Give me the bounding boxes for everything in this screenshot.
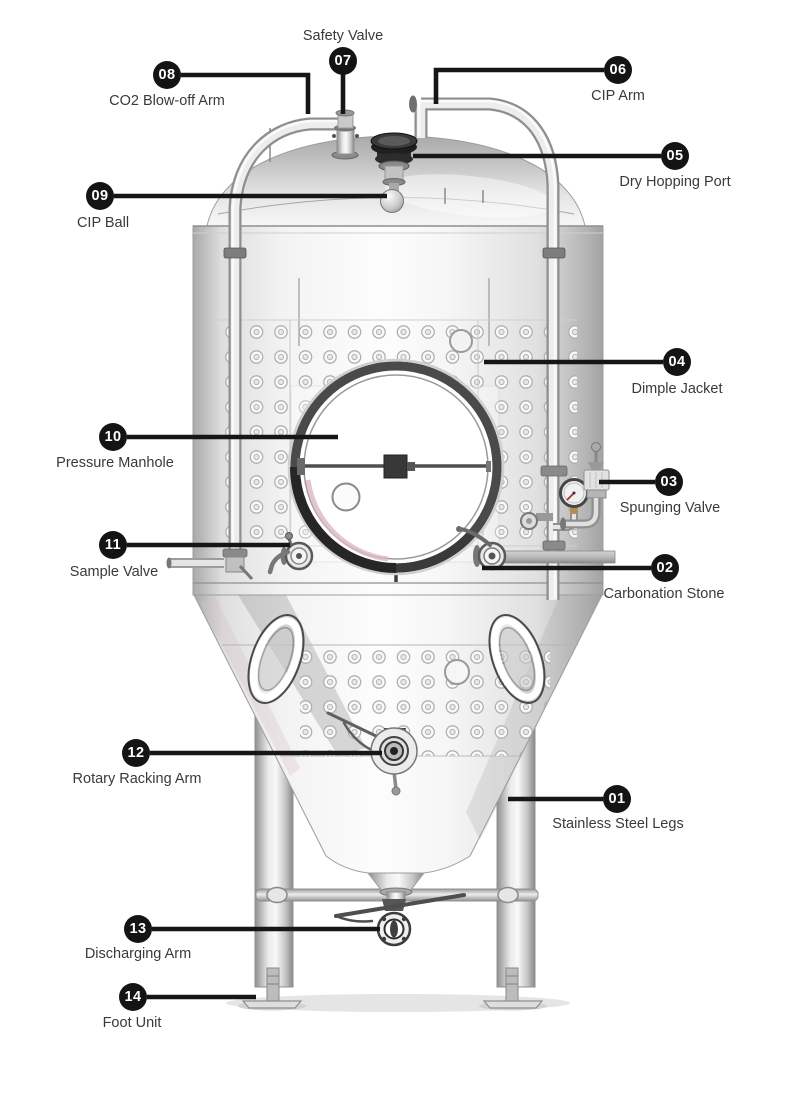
callout-label-foot-unit: Foot Unit: [102, 1015, 162, 1031]
safety-valve: [331, 109, 359, 160]
callout-badge-04: 04: [663, 348, 691, 376]
callout-label-rotary-racking-arm: Rotary Racking Arm: [72, 771, 202, 787]
callout-badge-11: 11: [99, 531, 127, 559]
co2-blow-off-arm: [166, 117, 353, 581]
callout-badge-02: 02: [651, 554, 679, 582]
callout-label-co2-blow-off-arm: CO2 Blow-off Arm: [109, 93, 225, 109]
dry-hopping-port: [370, 132, 418, 191]
discharging-arm: [334, 872, 466, 947]
callout-badge-14: 14: [119, 983, 147, 1011]
callout-label-cip-arm: CIP Arm: [591, 88, 645, 104]
cip-ball: [380, 189, 404, 213]
callout-badge-06: 06: [604, 56, 632, 84]
callout-badge-10: 10: [99, 423, 127, 451]
callout-badge-01: 01: [603, 785, 631, 813]
callout-label-discharging-arm: Discharging Arm: [84, 946, 192, 962]
sample-valve: [267, 532, 314, 575]
leg-pad-left: [247, 614, 305, 704]
callout-badge-12: 12: [122, 739, 150, 767]
callout-label-stainless-steel-legs: Stainless Steel Legs: [552, 816, 684, 832]
callout-badge-07: 07: [329, 47, 357, 75]
callout-label-carbonation-stone: Carbonation Stone: [603, 586, 725, 602]
carbonation-stone: [456, 526, 616, 571]
callout-label-dry-hopping-port: Dry Hopping Port: [619, 174, 731, 190]
foot-units: [241, 967, 544, 1009]
callout-label-pressure-manhole: Pressure Manhole: [56, 455, 174, 471]
cip-arm: [409, 95, 568, 600]
callout-label-spunging-valve: Spunging Valve: [619, 500, 721, 516]
callout-label-safety-valve: Safety Valve: [302, 28, 384, 44]
leader-line-08: [181, 72, 311, 114]
leader-lines: [114, 67, 663, 1000]
callout-badge-13: 13: [124, 915, 152, 943]
leader-line-06: [433, 67, 604, 104]
callout-badge-08: 08: [153, 61, 181, 89]
callout-badge-09: 09: [86, 182, 114, 210]
leg-pad-right: [488, 614, 546, 704]
pressure-manhole: [287, 358, 505, 582]
rotary-racking-arm: [326, 711, 418, 796]
callout-badge-05: 05: [661, 142, 689, 170]
callout-label-sample-valve: Sample Valve: [69, 564, 159, 580]
callout-label-dimple-jacket: Dimple Jacket: [631, 381, 723, 397]
callout-badge-03: 03: [655, 468, 683, 496]
callout-label-cip-ball: CIP Ball: [76, 215, 130, 231]
